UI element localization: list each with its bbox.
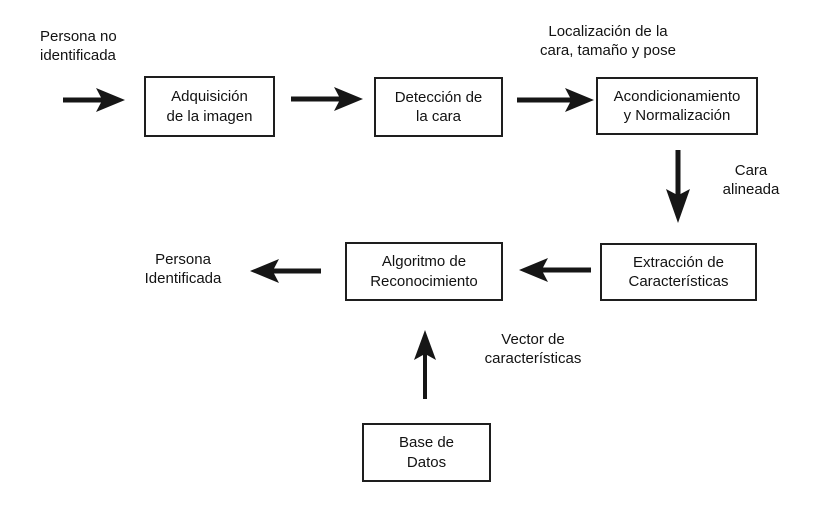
box-algoritmo-reconocimiento: Algoritmo de Reconocimiento: [345, 242, 503, 301]
box-base-datos-label: Base de Datos: [398, 434, 455, 471]
label-persona-no-identificada: Persona no identificada: [40, 28, 117, 64]
box-deteccion-cara: Detección de la cara: [374, 77, 503, 137]
arrow-down-acondicionamiento-to-extraccion-icon: [666, 150, 690, 223]
arrow-right-adquisicion-to-deteccion-icon: [291, 87, 363, 111]
arrow-shape: [63, 88, 125, 112]
box-adquisicion-imagen: Adquisición de la imagen: [144, 76, 275, 137]
label-localizacion-cara-tamano-pose: Localización de la cara, tamaño y pose: [540, 23, 676, 59]
box-deteccion-label: Detección de la cara: [394, 88, 483, 125]
arrow-right-input-to-adquisicion-icon: [63, 88, 125, 112]
box-extraccion-label: Extracción de Características: [628, 253, 729, 290]
box-acondicionamiento-label: Acondicionamiento y Normalización: [613, 87, 741, 124]
box-algoritmo-label: Algoritmo de Reconocimiento: [370, 253, 478, 290]
label-cara-alineada: Cara alineada: [722, 162, 780, 198]
arrow-shape: [666, 150, 690, 223]
arrow-shape: [519, 258, 591, 282]
arrow-shape: [414, 330, 436, 399]
box-adquisicion-label: Adquisición de la imagen: [166, 88, 253, 125]
box-base-de-datos: Base de Datos: [362, 423, 491, 482]
arrow-right-deteccion-to-acondicionamiento-icon: [517, 88, 594, 112]
arrow-left-extraccion-to-algoritmo-icon: [519, 258, 591, 282]
arrow-up-base-datos-to-algoritmo-icon: [414, 330, 436, 399]
box-extraccion-caracteristicas: Extracción de Características: [600, 243, 757, 301]
label-vector-caracteristicas: Vector de características: [484, 331, 582, 367]
arrow-shape: [517, 88, 594, 112]
arrow-shape: [291, 87, 363, 111]
label-persona-identificada: Persona Identificada: [144, 251, 222, 287]
arrow-shape: [250, 259, 321, 283]
box-acondicionamiento-normalizacion: Acondicionamiento y Normalización: [596, 77, 758, 135]
arrow-left-algoritmo-to-persona-identificada-icon: [250, 259, 321, 283]
